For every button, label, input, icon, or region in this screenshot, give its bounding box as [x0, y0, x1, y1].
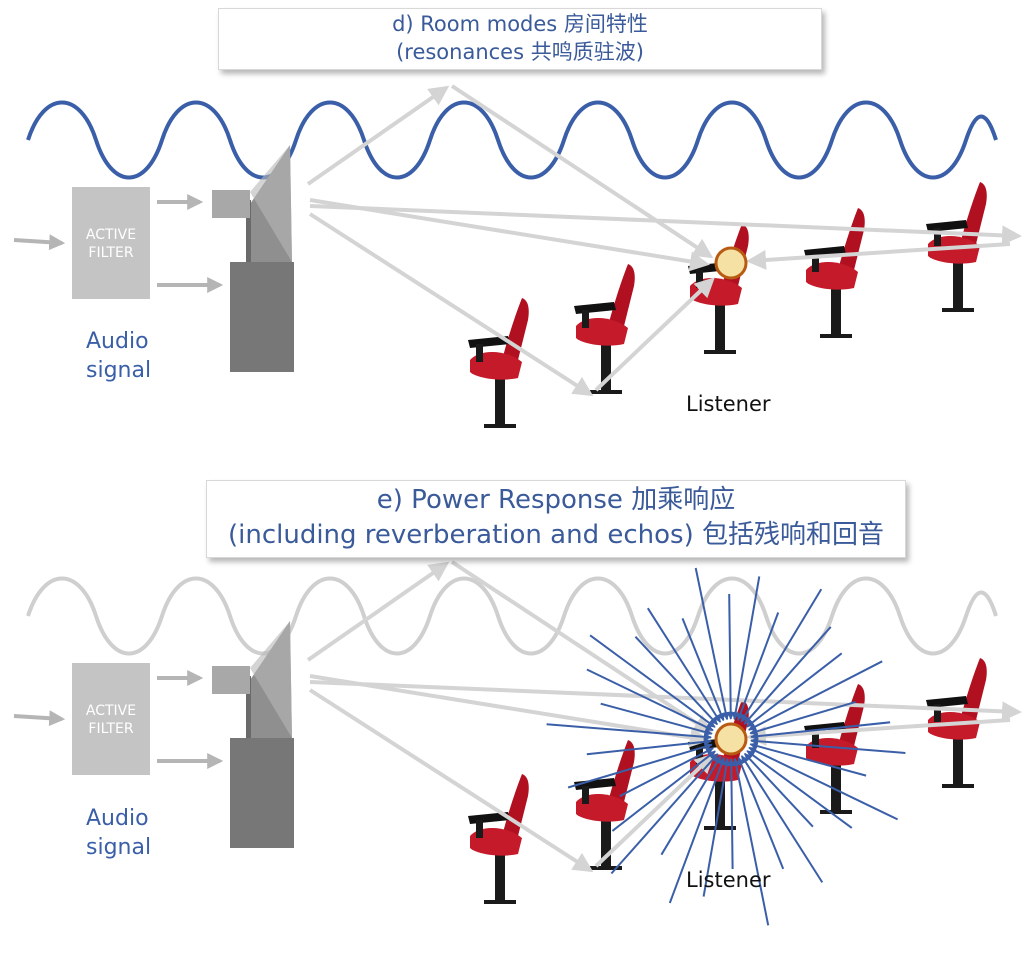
reverb-ray — [748, 746, 899, 821]
reverb-ray — [740, 588, 823, 723]
reverberation-burst — [546, 567, 906, 926]
panel-subtitle: (including reverberation and echos) 包括残响… — [227, 520, 884, 550]
title-box: d) Room modes 房间特性 (resonances 共鸣质驻波) — [218, 8, 822, 70]
reverb-ray — [749, 742, 867, 777]
reverb-ray — [736, 612, 780, 722]
reverb-ray — [746, 750, 853, 829]
seat-icon — [574, 740, 635, 870]
reverb-ray — [611, 750, 716, 832]
audio-signal-label: Audio signal — [86, 329, 152, 383]
power-response-diagram — [13, 560, 1022, 926]
reverb-ray — [646, 607, 722, 723]
reverb-ray — [746, 652, 843, 728]
audio-signal-label: Audio signal — [86, 806, 152, 860]
reverb-ray — [586, 668, 714, 732]
active-filter-box — [72, 187, 150, 299]
reverb-ray — [750, 721, 891, 741]
seat-icon — [574, 264, 635, 394]
reverb-ray — [668, 756, 726, 904]
listener-label: Listener — [686, 392, 771, 416]
reflection-arrows — [306, 84, 1022, 397]
panel-power-response: e) Power Response 加乘响应 (including reverb… — [0, 476, 1024, 952]
panel-subtitle: (resonances 共鸣质驻波) — [396, 40, 644, 64]
reverb-ray — [660, 755, 722, 856]
listener-label: Listener — [686, 868, 771, 892]
listener-dot — [714, 246, 748, 280]
horn-speaker-icon — [212, 145, 294, 372]
reverb-ray — [702, 757, 731, 897]
reverb-ray — [748, 660, 883, 731]
active-filter-box — [72, 663, 150, 775]
panel-room-modes: d) Room modes 房间特性 (resonances 共鸣质驻波) AC… — [0, 0, 1024, 476]
reverb-ray — [750, 737, 906, 754]
reverb-ray — [610, 753, 719, 875]
input-arrow — [13, 234, 66, 251]
room-modes-diagram — [13, 84, 1022, 428]
reverb-ray — [600, 702, 713, 736]
seat-icon — [688, 224, 749, 354]
active-filter-label: ACTIVE FILTER — [85, 227, 137, 261]
reverb-ray — [589, 634, 716, 728]
panel-title: e) Power Response 加乘响应 — [376, 485, 736, 515]
reverb-wave — [26, 576, 998, 656]
horn-speaker-icon — [212, 621, 294, 848]
panel-title: d) Room modes 房间特性 — [392, 12, 648, 36]
seat-icon — [468, 774, 529, 904]
reverb-ray — [743, 752, 814, 828]
reverb-ray — [634, 636, 719, 726]
listener-dot — [714, 722, 748, 756]
reverb-ray — [567, 742, 713, 789]
reverb-ray — [749, 700, 856, 736]
active-filter-label: ACTIVE FILTER — [85, 703, 137, 737]
reverb-ray — [732, 757, 770, 926]
reverb-ray — [694, 567, 730, 721]
title-box: e) Power Response 加乘响应 (including reverb… — [206, 480, 906, 558]
reverb-ray — [731, 576, 761, 721]
reverb-ray — [727, 758, 736, 870]
reverb-ray — [681, 618, 725, 722]
seat-icon — [468, 298, 529, 428]
reverb-ray — [619, 747, 714, 797]
reverb-ray — [546, 723, 712, 741]
reverb-ray — [586, 737, 712, 756]
reverb-ray — [726, 593, 735, 720]
input-arrow — [13, 710, 66, 727]
reverb-ray — [743, 626, 832, 725]
reflection-arrows — [306, 560, 1022, 873]
resonance-wave — [26, 100, 998, 180]
reverb-ray — [740, 755, 824, 883]
reverb-ray — [737, 756, 785, 870]
